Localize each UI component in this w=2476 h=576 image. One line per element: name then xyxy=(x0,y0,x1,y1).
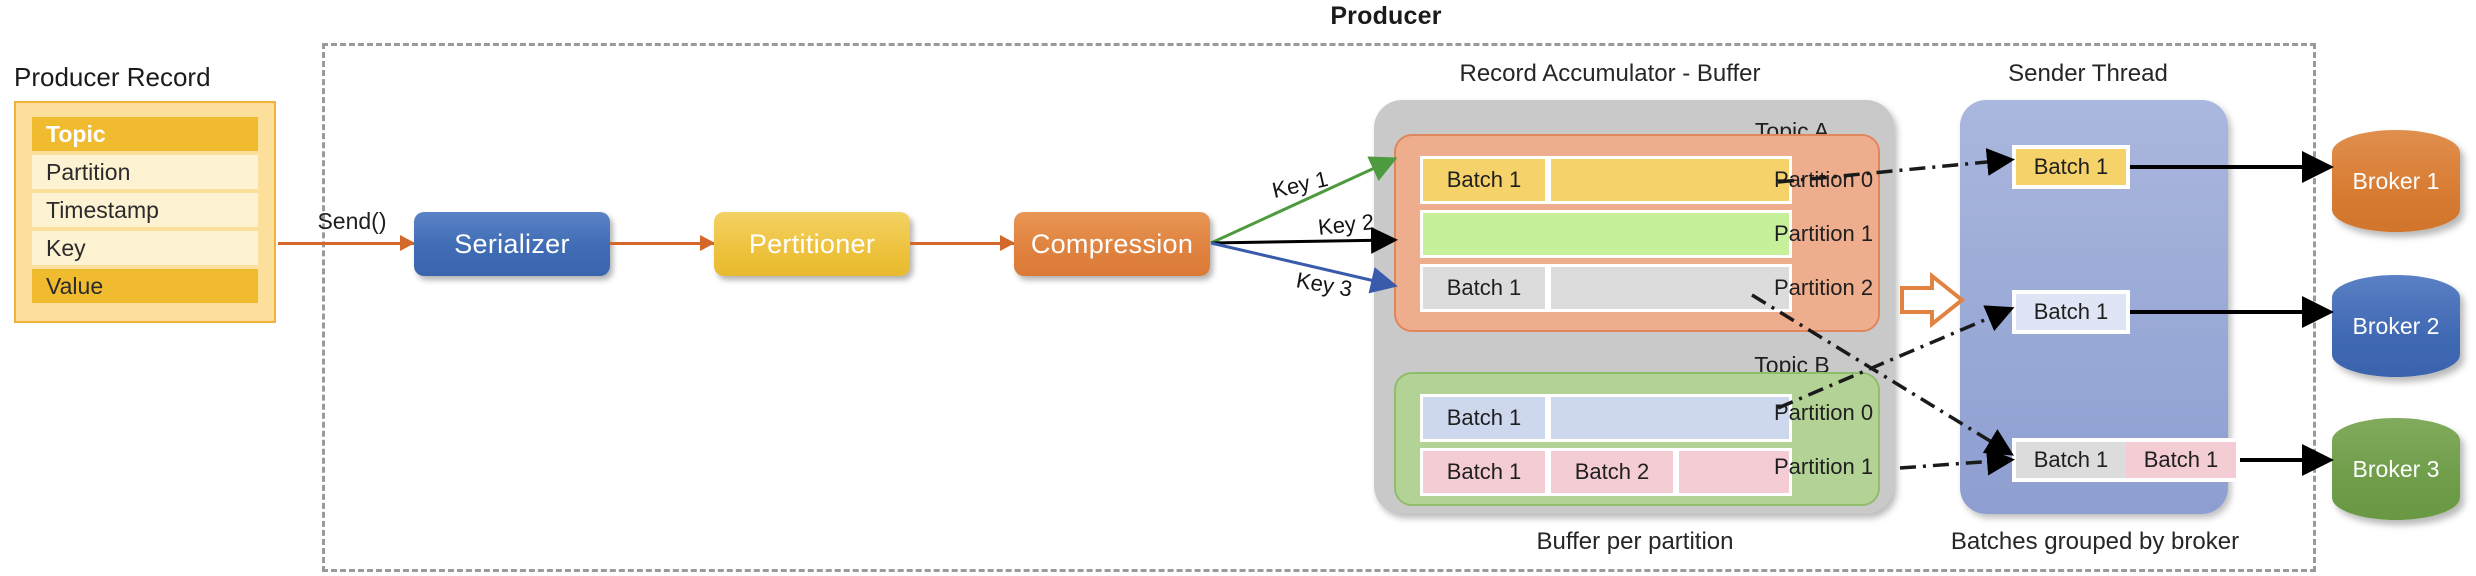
empty-cell xyxy=(1548,394,1792,442)
send-arrow xyxy=(278,235,415,251)
batch-segment: Batch 1 xyxy=(2126,442,2236,478)
topic-b-partitions: Batch 1 Batch 1 Batch 2 xyxy=(1420,394,1792,502)
broker-2-label: Broker 2 xyxy=(2352,312,2440,339)
topic-a-partition-1-label: Partition 1 xyxy=(1774,221,1874,246)
sender-batch-group: Batch 1 xyxy=(2012,290,2130,334)
producer-record-title: Producer Record xyxy=(14,62,211,92)
partition-row: Batch 1 Batch 2 xyxy=(1420,448,1792,496)
page-title: Producer xyxy=(1330,2,1442,30)
topic-b-box: Batch 1 Batch 1 Batch 2 xyxy=(1394,372,1880,506)
batch-segment: Batch 1 xyxy=(2016,149,2126,185)
producer-record-box: Topic Partition Timestamp Key Value xyxy=(14,101,276,323)
batch-cell: Batch 1 xyxy=(1420,394,1548,442)
partition-row: Batch 1 xyxy=(1420,394,1792,442)
broker-1-label: Broker 1 xyxy=(2352,167,2440,194)
batch-cell: Batch 1 xyxy=(1420,448,1548,496)
compression-box: Compression xyxy=(1014,212,1210,276)
sender-thread-title: Sender Thread xyxy=(2008,60,2168,87)
topic-a-partitions: Batch 1 Batch 1 xyxy=(1420,156,1792,318)
record-field-value: Value xyxy=(32,269,258,303)
serializer-to-partitioner-arrow xyxy=(610,235,715,251)
broker-3-label: Broker 3 xyxy=(2352,455,2440,482)
sender-batch-group: Batch 1 xyxy=(2012,145,2130,189)
broker-3: Broker 3 xyxy=(2332,418,2460,520)
topic-b-partition-1-label: Partition 1 xyxy=(1774,454,1874,479)
topic-a-partition-0-label: Partition 0 xyxy=(1774,167,1874,192)
partition-row: Batch 1 xyxy=(1420,156,1792,204)
empty-cell xyxy=(1548,156,1792,204)
empty-cell xyxy=(1676,448,1792,496)
partitioner-label: Pertitioner xyxy=(748,228,876,259)
record-field-key: Key xyxy=(32,231,258,265)
partitioner-box: Pertitioner xyxy=(714,212,910,276)
partition-row xyxy=(1420,210,1792,258)
record-accumulator-title: Record Accumulator - Buffer xyxy=(1459,60,1761,87)
empty-cell xyxy=(1420,210,1792,258)
batches-grouped-caption: Batches grouped by broker xyxy=(1950,528,2240,555)
buffer-per-partition-caption: Buffer per partition xyxy=(1536,528,1734,555)
compression-label: Compression xyxy=(1030,228,1194,259)
batch-cell: Batch 1 xyxy=(1420,156,1548,204)
batch-segment: Batch 1 xyxy=(2016,294,2126,330)
send-label: Send() xyxy=(317,208,387,234)
record-field-timestamp: Timestamp xyxy=(32,193,258,227)
partition-row: Batch 1 xyxy=(1420,264,1792,312)
record-field-topic: Topic xyxy=(32,117,258,151)
partitioner-to-compression-arrow xyxy=(910,235,1015,251)
topic-a-partition-2-label: Partition 2 xyxy=(1774,275,1874,300)
empty-cell xyxy=(1548,264,1792,312)
batch-cell: Batch 1 xyxy=(1420,264,1548,312)
batch-segment: Batch 1 xyxy=(2016,442,2126,478)
topic-b-partition-0-label: Partition 0 xyxy=(1774,400,1874,425)
broker-1: Broker 1 xyxy=(2332,130,2460,232)
broker-2: Broker 2 xyxy=(2332,275,2460,377)
record-field-partition: Partition xyxy=(32,155,258,189)
batch-cell: Batch 2 xyxy=(1548,448,1676,496)
serializer-box: Serializer xyxy=(414,212,610,276)
serializer-label: Serializer xyxy=(454,228,570,259)
sender-batch-group: Batch 1 Batch 1 xyxy=(2012,438,2240,482)
